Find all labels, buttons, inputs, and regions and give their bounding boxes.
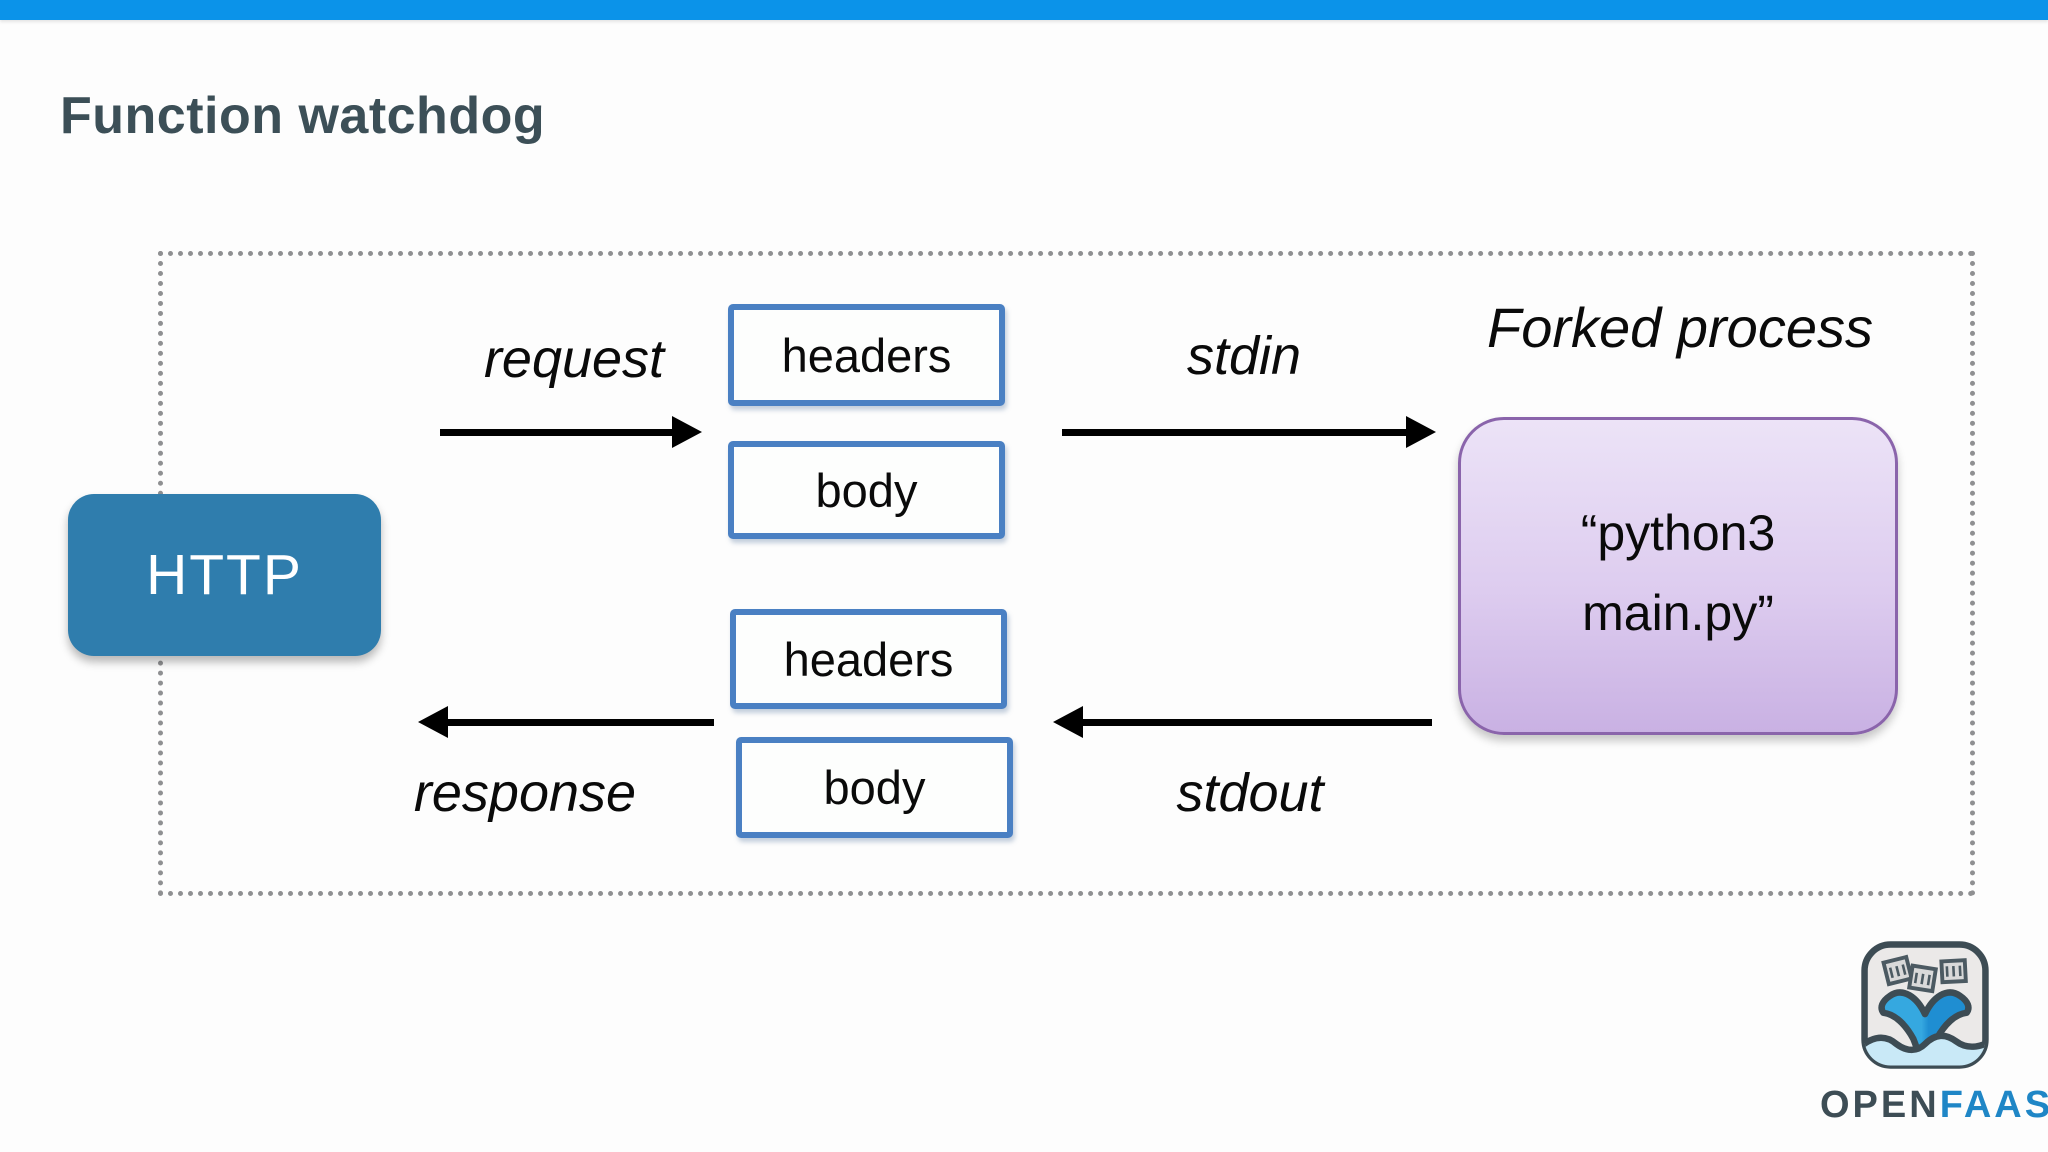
http-node: HTTP — [68, 494, 381, 656]
openfaas-whale-tail-icon — [1861, 941, 1989, 1069]
request-headers-label: headers — [781, 328, 952, 382]
response-headers-label: headers — [783, 632, 954, 686]
forked-process-label: Forked process — [1487, 296, 1873, 359]
stdin-label: stdin — [1186, 326, 1302, 386]
response-headers-box: headers — [730, 609, 1007, 709]
request-body-label: body — [815, 463, 918, 517]
container-box-icon — [1881, 954, 1914, 987]
arrow-line — [1062, 429, 1408, 436]
http-node-label: HTTP — [146, 543, 303, 607]
arrow-head-left-icon — [418, 706, 448, 738]
response-label: response — [413, 763, 637, 823]
page-title: Function watchdog — [60, 87, 546, 145]
wordmark-faas: FAAS — [1939, 1084, 2048, 1126]
request-body-box: body — [728, 441, 1005, 539]
arrow-line — [446, 719, 714, 726]
stdout-label: stdout — [1176, 763, 1324, 823]
process-command-line2: main.py” — [1582, 585, 1774, 641]
container-box-icon — [1906, 963, 1939, 994]
arrow-head-right-icon — [1406, 416, 1436, 448]
response-body-label: body — [823, 761, 926, 814]
top-accent-bar — [0, 0, 2048, 20]
response-body-box: body — [736, 737, 1013, 838]
arrow-head-right-icon — [672, 416, 702, 448]
arrow-line — [1081, 719, 1432, 726]
openfaas-logo: OPENFAAS — [1820, 940, 2048, 1127]
request-label: request — [483, 329, 665, 389]
wordmark-open: OPEN — [1820, 1084, 1940, 1126]
arrow-head-left-icon — [1053, 706, 1083, 738]
water-wave-icon — [1864, 1032, 1986, 1066]
forked-process-node: “python3 main.py” — [1458, 417, 1898, 735]
openfaas-wordmark: OPENFAAS — [1820, 1084, 2048, 1127]
process-command-line1: “python3 — [1580, 505, 1776, 561]
request-headers-box: headers — [728, 304, 1005, 406]
arrow-line — [440, 429, 674, 436]
container-box-icon — [1939, 958, 1968, 985]
